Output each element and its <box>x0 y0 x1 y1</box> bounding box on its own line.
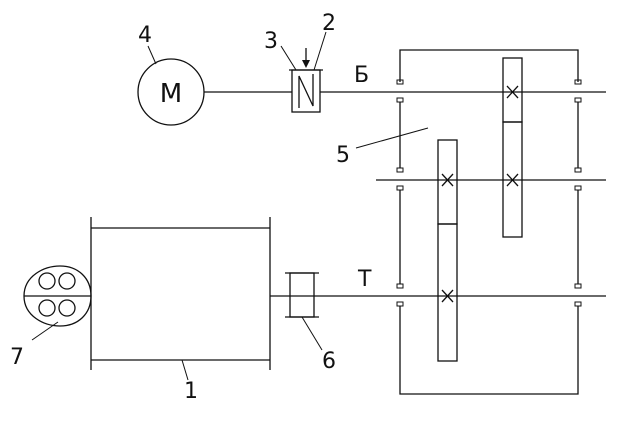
leader-4 <box>147 45 157 65</box>
leader-1 <box>181 359 189 381</box>
leader-lines <box>31 31 429 381</box>
coupling-n-symbol <box>298 74 314 108</box>
pulley <box>58 299 76 317</box>
bearing <box>396 79 404 85</box>
top-frame <box>399 49 579 82</box>
bottom-frame <box>399 306 579 395</box>
bearing <box>396 185 404 191</box>
gear-lower-mid <box>437 139 458 225</box>
label-shaft-b: Б <box>354 63 369 88</box>
pulley <box>58 272 76 290</box>
gear-pair-lower <box>437 139 458 362</box>
leader-5 <box>355 127 429 149</box>
coupling-6-body <box>289 272 315 318</box>
gear-upper-mid <box>502 121 523 238</box>
gear-lower-t <box>437 223 458 362</box>
gear-fix-mark <box>441 289 454 303</box>
bearing <box>574 283 582 289</box>
bearing <box>396 283 404 289</box>
pulley <box>38 272 56 290</box>
label-4: 4 <box>138 23 152 48</box>
bearing <box>574 167 582 173</box>
bearing <box>574 79 582 85</box>
housing-walls <box>399 102 579 284</box>
label-shaft-t: Т <box>357 267 372 292</box>
label-3: 3 <box>264 29 278 54</box>
gear-fix-mark <box>506 85 519 99</box>
label-2: 2 <box>322 11 336 36</box>
leader-6 <box>301 316 323 351</box>
bearing <box>396 97 404 103</box>
label-6: 6 <box>322 349 336 374</box>
leader-3 <box>280 45 297 71</box>
bearing <box>396 167 404 173</box>
drum <box>90 217 271 370</box>
electric-motor: M <box>137 58 205 126</box>
bearing <box>396 301 404 307</box>
motor-symbol: M <box>160 79 182 109</box>
label-7: 7 <box>10 345 24 370</box>
gear-fix-mark <box>506 173 519 187</box>
coupling <box>289 48 323 113</box>
label-1: 1 <box>184 379 198 404</box>
pulley <box>38 299 56 317</box>
control-arrow-head <box>302 60 310 68</box>
leader-2 <box>313 31 327 71</box>
bearing <box>574 185 582 191</box>
leader-7 <box>31 321 59 341</box>
bearing <box>574 301 582 307</box>
bearings <box>396 79 582 307</box>
gear-fix-mark <box>441 173 454 187</box>
shaft-coupling <box>285 272 319 318</box>
gear-pair-upper <box>502 57 523 238</box>
rope-block <box>23 265 92 327</box>
gear-upper-b <box>502 57 523 123</box>
bearing <box>574 97 582 103</box>
label-5: 5 <box>336 143 350 168</box>
